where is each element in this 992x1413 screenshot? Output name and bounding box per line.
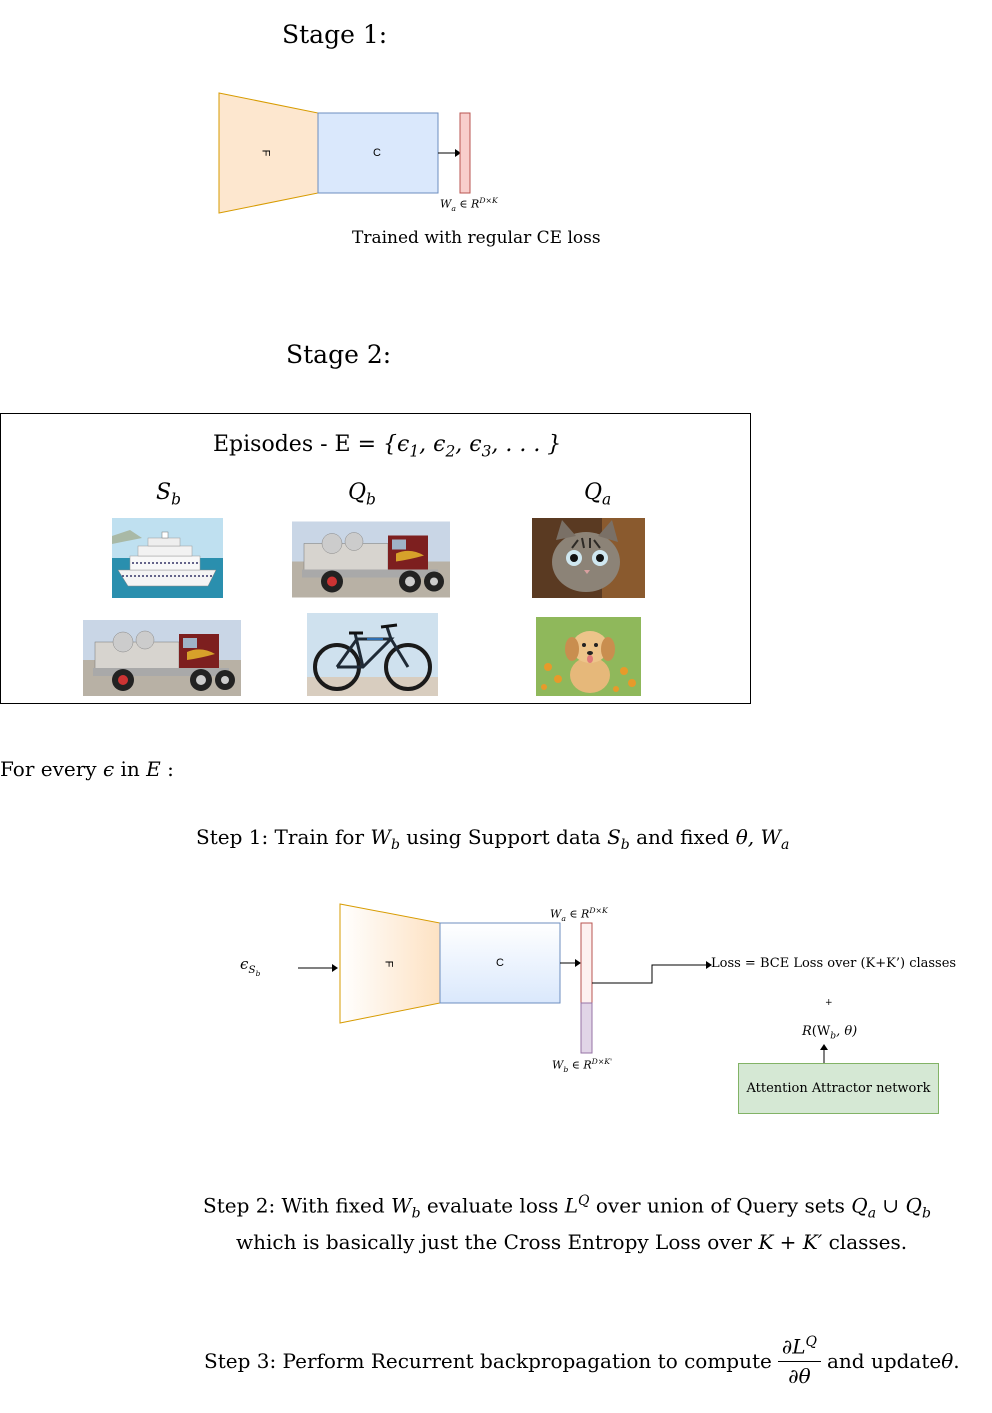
stage2-heading: Stage 2:: [286, 340, 392, 369]
loss-arrow-head: [706, 961, 712, 969]
loss-text: Loss = BCE Loss over (K+K’) classes: [711, 956, 957, 971]
episodes-title: Episodes - E = {ϵ1, ϵ2, ϵ3, . . . }: [213, 432, 562, 461]
stage1-encoder-label: F: [259, 149, 272, 157]
step1-classifier-box: [439, 922, 561, 1004]
for-every-line: For every ϵ in E :: [0, 757, 174, 781]
wa-weight-bar: [580, 922, 593, 1004]
stage1-classifier-box: [317, 112, 439, 194]
classifier-arrow-head: [575, 959, 581, 967]
step1-input-symbol: ϵSb: [240, 955, 261, 979]
stage1-weight-label: Wa ∈ RD×K: [440, 196, 498, 213]
input-arrow-head: [332, 964, 338, 972]
stage1-weight-bar: [459, 112, 471, 194]
kitten-image: [532, 518, 645, 598]
column-header-qa: Qa: [584, 480, 612, 509]
stage1-network-diagram: [218, 92, 471, 214]
stage1-heading: Stage 1:: [282, 20, 388, 49]
truck-image-query: [292, 521, 450, 598]
wb-weight-bar: [580, 1002, 593, 1054]
cruise-ship-image: [112, 518, 223, 598]
stage1-arrow-head: [455, 149, 461, 157]
stage1-classifier-label: C: [373, 147, 381, 159]
step1-encoder-label: F: [382, 960, 395, 968]
truck-image-support: [83, 620, 241, 696]
gradient-fraction: ∂LQ ∂θ: [777, 1334, 821, 1388]
wa-label: Wa ∈ RD×K: [550, 906, 608, 923]
attractor-arrow: [820, 1044, 828, 1064]
bicycle-image: [307, 613, 438, 696]
step3-line: Step 3: Perform Recurrent backpropagatio…: [204, 1334, 960, 1388]
column-header-sb: Sb: [156, 480, 181, 509]
regularizer-label: R(Wb, θ): [802, 1024, 858, 1042]
column-header-qb: Qb: [348, 480, 376, 509]
wb-label: Wb ∈ RD×K': [552, 1057, 613, 1074]
step1-heading: Step 1: Train for Wb using Support data …: [196, 825, 790, 853]
step1-classifier-label: C: [496, 957, 504, 969]
step1-network-diagram: [298, 903, 712, 1054]
step2-line2: which is basically just the Cross Entrop…: [236, 1230, 908, 1254]
loss-connector-line: [592, 964, 708, 984]
puppy-image: [536, 617, 641, 696]
attention-attractor-network-box: Attention Attractor network: [738, 1063, 939, 1114]
step2-line1: Step 2: With fixed Wb evaluate loss LQ o…: [203, 1193, 931, 1222]
stage1-caption: Trained with regular CE loss: [352, 228, 601, 248]
plus-sign: +: [825, 998, 833, 1008]
